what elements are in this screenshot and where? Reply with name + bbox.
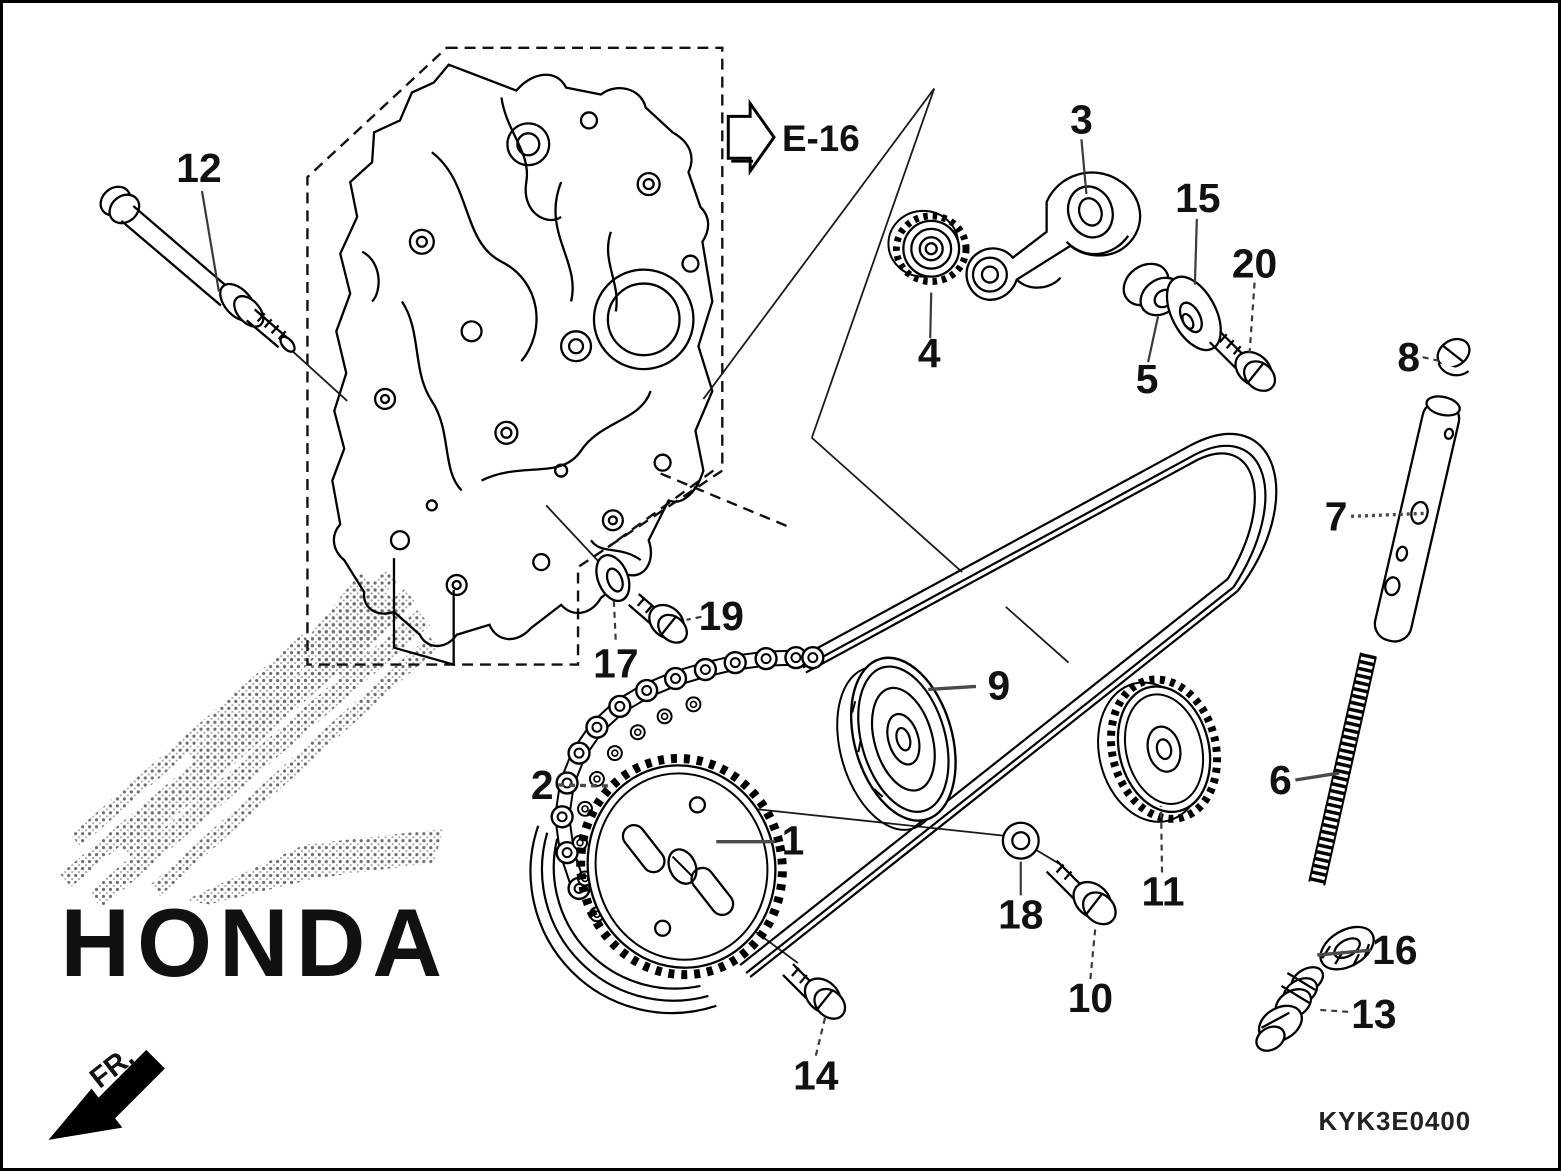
tensioner-spring-6 <box>1308 652 1377 886</box>
tensioner-rod-7 <box>1373 395 1461 643</box>
timing-gear-4 <box>887 209 970 286</box>
dashed-assembly-line <box>607 469 715 549</box>
idle-sprocket-11 <box>1097 675 1222 823</box>
callout-20: 20 <box>1232 241 1277 287</box>
cam-chain-2 <box>529 432 1278 1015</box>
callout-11: 11 <box>1141 868 1184 914</box>
callout-10: 10 <box>1068 975 1113 1021</box>
watermark-text: HONDA <box>60 890 449 997</box>
callout-leader-lines <box>200 139 1441 1056</box>
flange-bolt-20 <box>1208 330 1277 392</box>
e16-section-label: E-16 <box>782 118 860 159</box>
fr-direction-arrow-icon <box>48 1049 165 1140</box>
cap-8 <box>1436 337 1471 377</box>
callout-1: 1 <box>782 818 805 864</box>
diagram-artwork: HONDA <box>48 46 1471 1140</box>
callout-19: 19 <box>699 593 744 639</box>
callout-5: 5 <box>1136 356 1159 402</box>
honda-watermark: HONDA <box>60 828 449 997</box>
dashed-assembly-line-2 <box>660 472 791 529</box>
crankcase-dashed-box <box>306 46 724 666</box>
callout-3: 3 <box>1070 96 1093 142</box>
washer-17 <box>595 554 631 603</box>
callout-4: 4 <box>918 330 941 376</box>
callout-13: 13 <box>1351 991 1396 1037</box>
callout-12: 12 <box>176 145 221 191</box>
callout-numbers: 1 2 3 4 5 6 7 8 9 10 11 12 13 14 15 16 1… <box>176 96 1420 1098</box>
callout-16: 16 <box>1372 927 1417 973</box>
callout-6: 6 <box>1269 757 1292 803</box>
e16-section-arrow-icon <box>726 98 776 176</box>
callout-7: 7 <box>1325 493 1348 539</box>
cam-sprocket-1 <box>576 753 787 980</box>
tensioner-roller-9 <box>836 656 957 831</box>
chain-guide-arm-3 <box>965 171 1142 301</box>
sealing-washer-16 <box>1319 925 1375 971</box>
callout-15: 15 <box>1175 175 1220 221</box>
callout-2: 2 <box>531 762 554 808</box>
honda-wing-mark <box>185 828 444 905</box>
flange-bolt-10 <box>1045 859 1117 926</box>
callout-18: 18 <box>998 891 1043 937</box>
callout-14: 14 <box>793 1052 839 1098</box>
washer-18 <box>1001 821 1040 860</box>
callout-17: 17 <box>593 641 638 687</box>
sealing-bolt-13 <box>1255 966 1325 1052</box>
diagram-part-code: KYK3E0400 <box>1318 1108 1471 1136</box>
callout-8: 8 <box>1397 334 1420 380</box>
flange-bolt-19 <box>628 593 688 644</box>
callout-9: 9 <box>988 662 1011 708</box>
stud-bolt-12 <box>99 185 296 353</box>
chain-link-cluster <box>550 645 825 923</box>
flange-bolt-14 <box>782 963 847 1020</box>
washer-15 <box>1165 275 1222 352</box>
